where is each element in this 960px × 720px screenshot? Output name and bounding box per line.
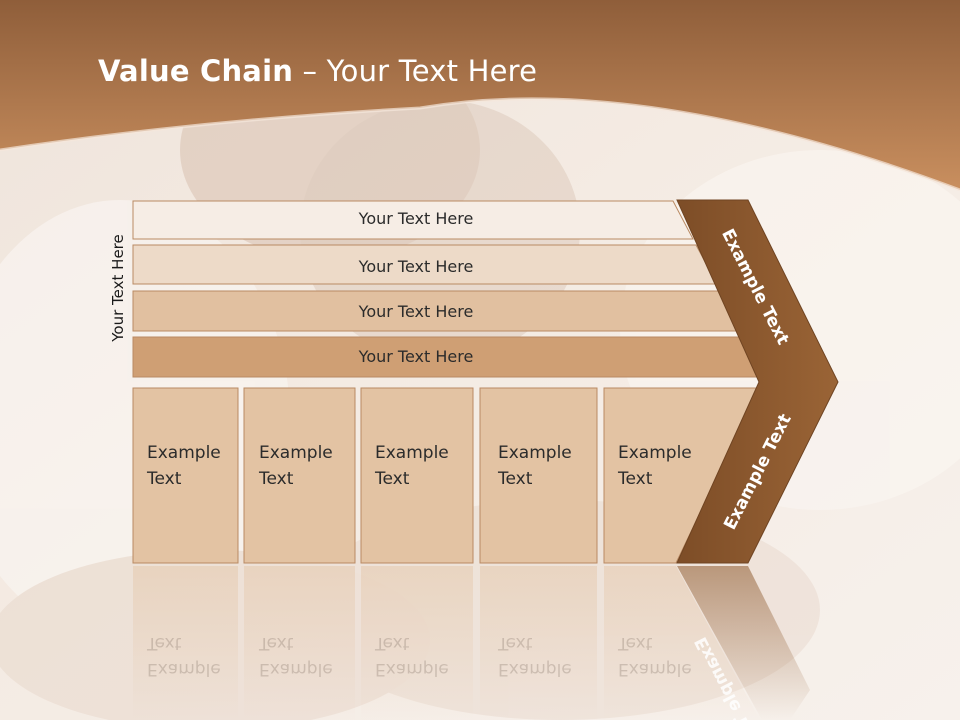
band-1-label: Your Text Here: [358, 209, 474, 228]
band-3-label: Your Text Here: [358, 302, 474, 321]
title-rest: – Your Text Here: [293, 54, 538, 88]
header-band: [0, 0, 960, 190]
chevron-arrow: [676, 199, 839, 564]
title-bold: Value Chain: [98, 54, 294, 88]
band-2-label: Your Text Here: [358, 257, 474, 276]
slide-title: Value Chain – Your Text Here: [98, 54, 537, 88]
band-4-label: Your Text Here: [358, 347, 474, 366]
side-label: Your Text Here: [109, 234, 127, 342]
